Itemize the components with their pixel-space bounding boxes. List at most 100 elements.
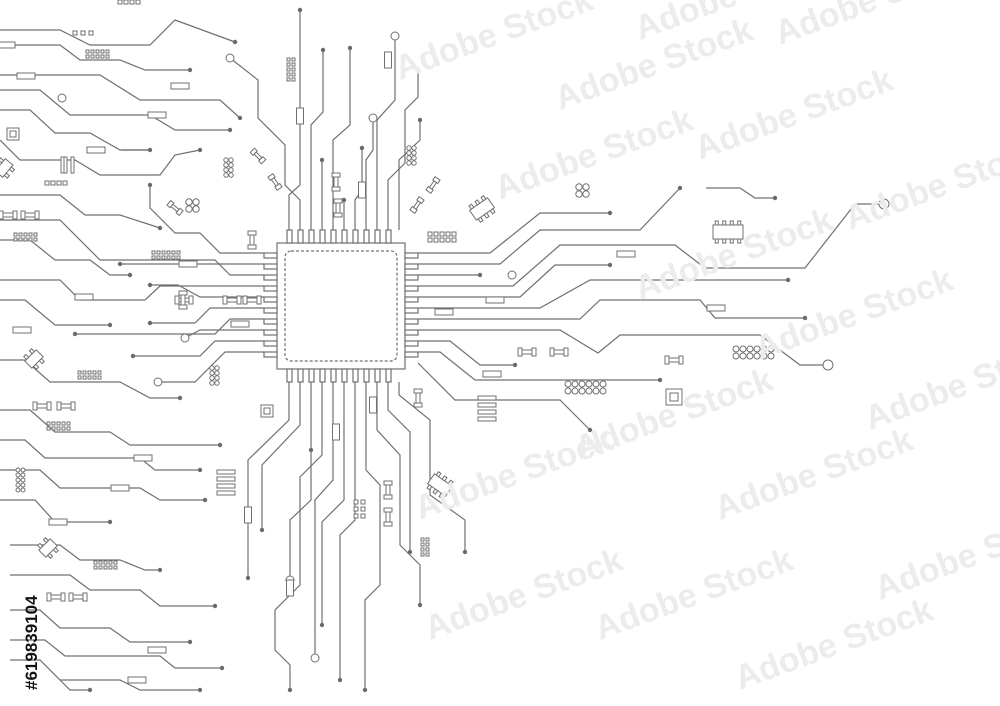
via-pad-icon — [512, 362, 518, 368]
trace-line — [0, 499, 110, 523]
via-pad-icon — [197, 467, 203, 473]
resistor-icon — [482, 370, 502, 378]
trace-line — [398, 382, 466, 552]
pad-array — [420, 537, 430, 557]
chip-pin — [319, 229, 326, 244]
trace-line — [418, 299, 805, 320]
via-pad-icon — [417, 117, 423, 123]
capacitor-icon — [383, 507, 393, 527]
capacitor-icon — [664, 355, 684, 365]
chip-pin — [263, 318, 278, 325]
via-pad-icon — [785, 277, 791, 283]
chip-pin — [404, 340, 419, 347]
via-ring — [180, 333, 190, 343]
resistor-icon — [12, 326, 32, 334]
circuit-components — [0, 0, 775, 684]
trace-line — [418, 203, 884, 287]
trace-line — [288, 10, 301, 230]
trace-line — [10, 639, 222, 669]
chip-pin — [308, 229, 315, 244]
via-pad-icon — [477, 272, 483, 278]
resistor-icon — [286, 579, 294, 597]
via-pad-icon — [177, 395, 183, 401]
chip-pin — [263, 252, 278, 259]
via-pad-icon — [287, 687, 293, 693]
via-pad-icon — [802, 315, 808, 321]
via-pad-icon — [415, 67, 421, 73]
chip-pin — [404, 296, 419, 303]
resistor-icon — [133, 454, 153, 462]
capacitor-icon — [267, 173, 283, 191]
via-ring — [368, 113, 378, 123]
via-pad-icon — [362, 687, 368, 693]
chip-pin — [341, 368, 348, 383]
trace-line — [376, 382, 421, 605]
chip-pin — [404, 252, 419, 259]
chip-pin — [319, 368, 326, 383]
resistor-icon — [16, 72, 36, 80]
chip-pin — [404, 318, 419, 325]
trace-line — [133, 340, 264, 357]
trace-line — [0, 19, 236, 46]
chip-pin — [404, 307, 419, 314]
via-pad-icon — [607, 210, 613, 216]
trace-line — [184, 329, 264, 339]
trace-line — [0, 89, 230, 131]
capacitor-icon — [249, 147, 267, 165]
chip-pin — [263, 351, 278, 358]
resistor-icon — [48, 518, 68, 526]
trace-line — [418, 329, 828, 366]
trace-line — [418, 264, 610, 298]
ic-chip-icon — [23, 348, 45, 370]
via-pad-icon — [320, 47, 326, 53]
trace-line — [418, 187, 681, 265]
stock-id-label: #619839104 — [22, 595, 41, 690]
via-pad-icon — [237, 115, 243, 121]
trace-line — [332, 48, 351, 230]
trace-line — [0, 139, 201, 176]
trace-line — [60, 679, 200, 691]
capacitor-icon — [20, 210, 40, 220]
pad-array — [77, 370, 102, 380]
trace-line — [150, 284, 264, 298]
resistor-icon — [332, 423, 340, 441]
trace-line — [75, 318, 264, 335]
chip-pin — [363, 229, 370, 244]
chip-pin — [263, 296, 278, 303]
cpu-chip-icon — [263, 229, 419, 383]
via-pad-icon — [227, 127, 233, 133]
via-pad-icon — [107, 322, 113, 328]
ic-chip-icon — [712, 220, 744, 244]
circuit-traces — [0, 10, 884, 691]
via-pad-icon — [202, 497, 208, 503]
square-pad — [263, 407, 271, 415]
via-ring — [507, 270, 517, 280]
trace-line — [10, 609, 190, 643]
resistor-icon — [147, 111, 167, 119]
resistor-icon — [86, 146, 106, 154]
via-pad-icon — [130, 353, 136, 359]
via-pad-icon — [72, 331, 78, 337]
via-pad-icon — [212, 603, 218, 609]
capacitor-icon — [178, 290, 188, 310]
pad-array — [427, 231, 457, 243]
resistor-icon — [706, 304, 726, 312]
trace-line — [0, 109, 150, 151]
resistor-icon — [170, 82, 190, 90]
via-pad-icon — [107, 519, 113, 525]
resistor-icon — [358, 181, 366, 199]
resistor-icon — [369, 396, 377, 414]
capacitor-icon — [68, 592, 88, 602]
trace-line — [229, 57, 301, 230]
resistor-icon — [127, 676, 147, 684]
chip-pin — [297, 368, 304, 383]
via-pad-icon — [117, 261, 123, 267]
via-pad-icon — [187, 67, 193, 73]
via-pad-icon — [157, 567, 163, 573]
capacitor-icon — [383, 480, 393, 500]
resistor-icon — [74, 293, 94, 301]
capacitor-icon — [32, 401, 52, 411]
trace-line — [0, 469, 205, 501]
